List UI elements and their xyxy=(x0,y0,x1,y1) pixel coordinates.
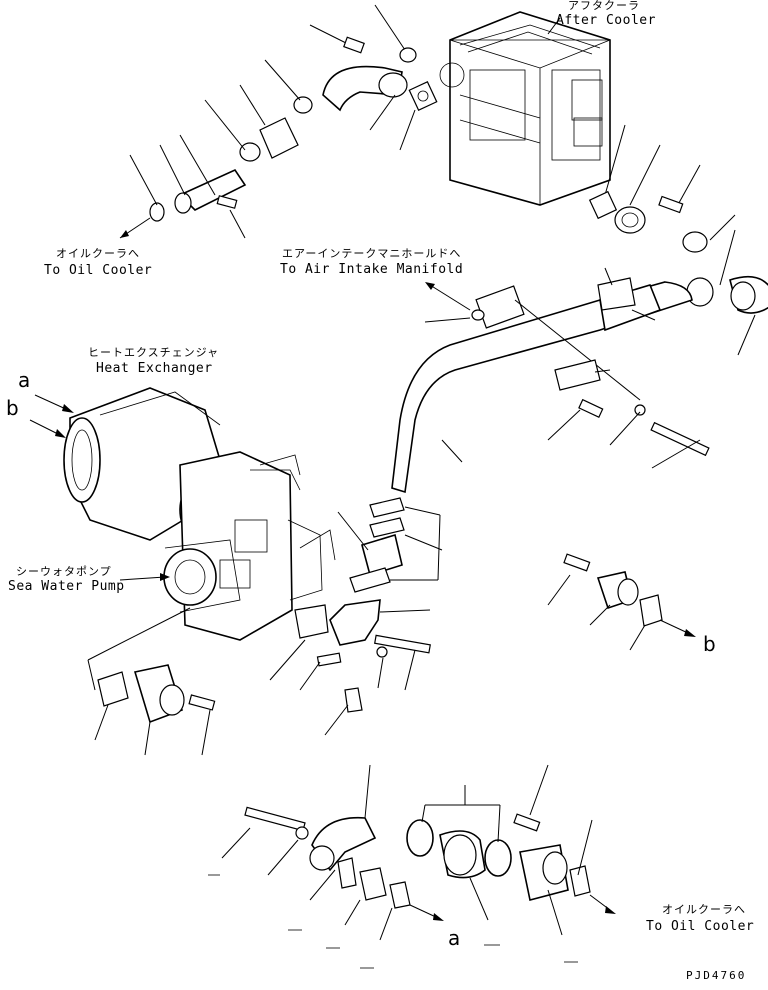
after-cooler-label-en: After Cooler xyxy=(556,13,656,28)
oil-cooler-bottom-label-en: To Oil Cooler xyxy=(646,919,755,934)
heat-exchanger-label-en: Heat Exchanger xyxy=(96,361,213,376)
oil-cooler-top-label-jp: オイルクーラへ xyxy=(56,247,140,260)
top-right-clamps xyxy=(682,214,768,356)
arrow-label-b-left: b xyxy=(6,396,19,420)
heat-exchanger-arrows xyxy=(29,282,471,581)
drawing-code: PJD4760 xyxy=(686,969,747,982)
lower-left-flanges xyxy=(87,607,216,756)
heat-exchanger xyxy=(63,387,336,641)
oil-cooler-bottom-label-jp: オイルクーラへ xyxy=(662,903,746,916)
sea-water-pump-label-en: Sea Water Pump xyxy=(8,579,125,594)
oil-cooler-hose-chain xyxy=(119,59,408,239)
arrow-label-a-bottom: a xyxy=(448,926,461,950)
arrow-label-a-left: a xyxy=(18,368,31,392)
middle-hoses xyxy=(269,497,443,736)
bottom-assembly xyxy=(208,764,616,969)
heat-exchanger-label-jp: ヒートエクスチェンジャ xyxy=(88,346,220,359)
after-cooler xyxy=(439,11,611,206)
right-middle-parts xyxy=(547,553,696,651)
intake-label-jp: エアーインテークマニホールドへ xyxy=(282,247,462,260)
after-cooler-hardware xyxy=(343,36,684,234)
intake-label-en: To Air Intake Manifold xyxy=(280,262,464,277)
long-pipe xyxy=(391,267,710,494)
oil-cooler-top-label-en: To Oil Cooler xyxy=(44,263,153,278)
sea-water-pump-label-jp: シーウォタポンプ xyxy=(16,565,112,578)
after-cooler-label-jp: アフタクーラ xyxy=(568,0,640,12)
arrow-label-b-right: b xyxy=(703,632,716,656)
